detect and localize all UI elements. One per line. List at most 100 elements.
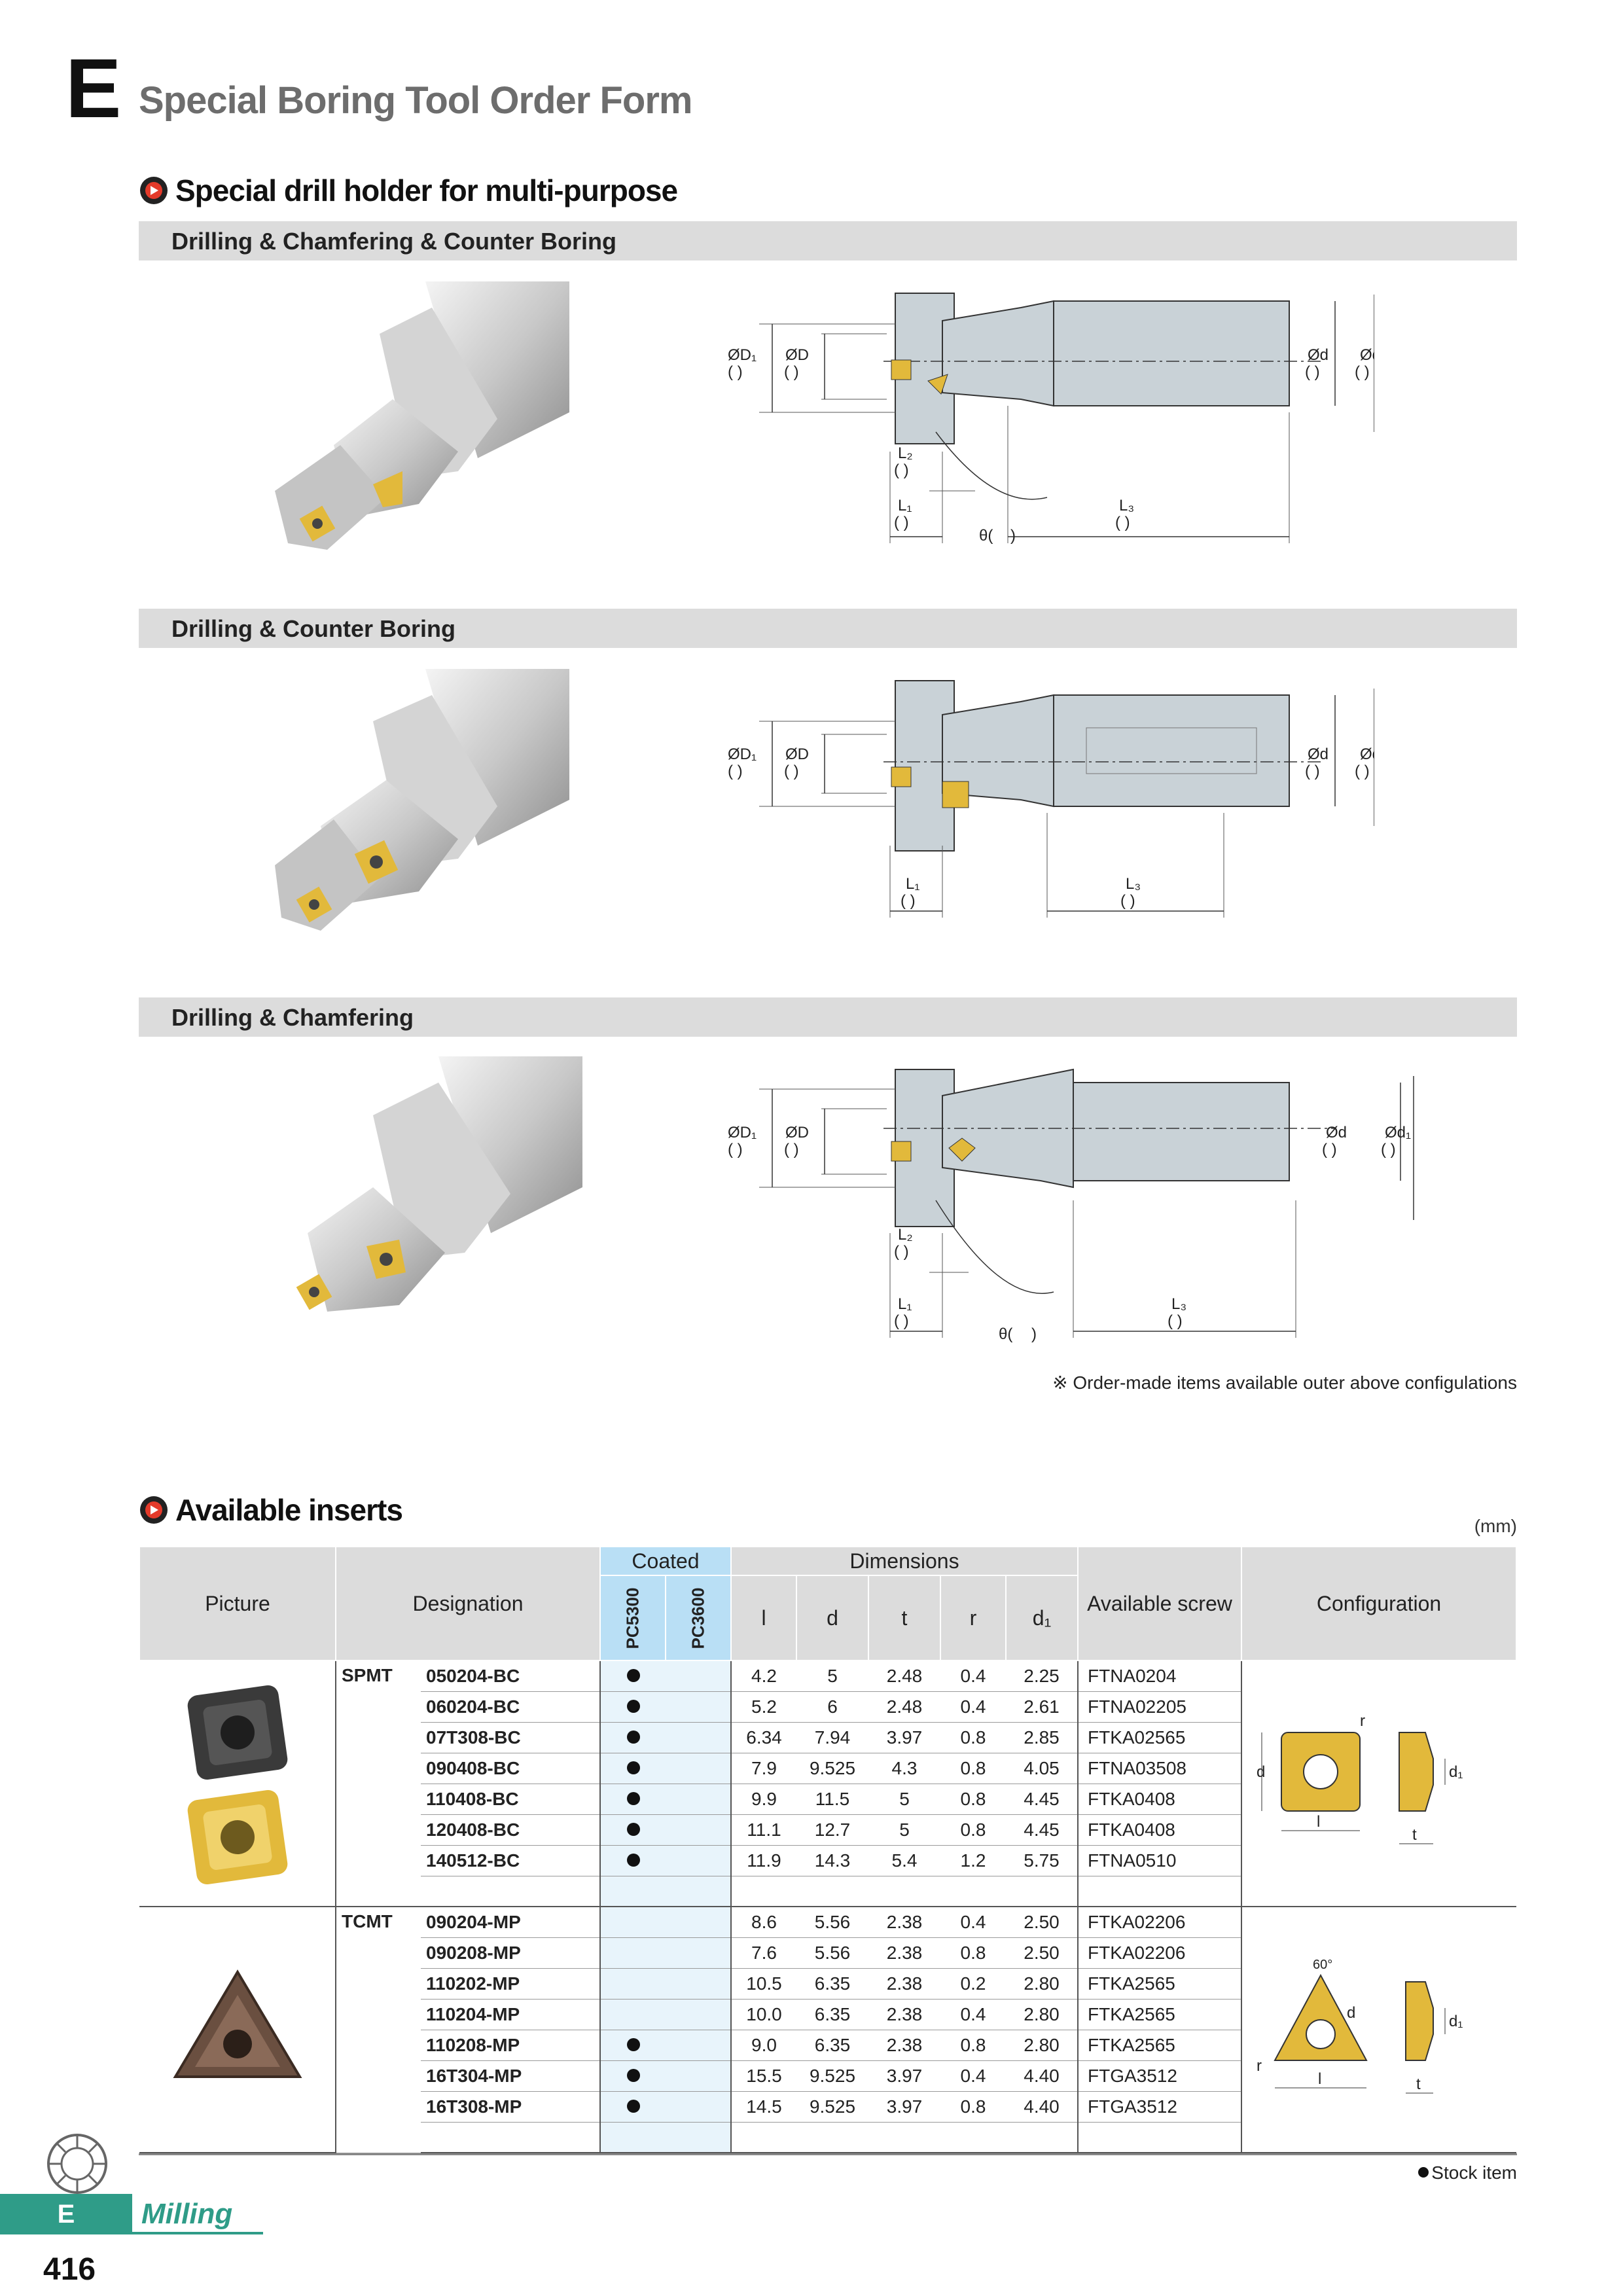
svg-text:L₂: L₂ [898,444,913,462]
stock-dot-icon [626,1730,640,1744]
dim-l: 4.2 [730,1660,796,1692]
dim-t: 3.97 [868,1722,940,1753]
svg-text:Ød: Ød [1308,346,1329,364]
dim-d: 14.3 [796,1845,868,1876]
bullet-arrow-icon [140,1496,168,1524]
insert-designation: 060204-BC [421,1691,600,1723]
insert-designation: 120408-BC [421,1814,600,1846]
svg-text:Ød: Ød [1326,1124,1347,1141]
dim-l: 10.5 [730,1968,796,2000]
pc5300-cell [599,1845,666,1876]
dim-d: 12.7 [796,1814,868,1846]
svg-text:θ(: θ( [999,1325,1012,1343]
screw-cell: FTKA2565 [1077,1999,1241,2030]
insert-triangle-icon [373,471,402,507]
dim-l: 5.2 [730,1691,796,1723]
tool-drawing-1: ØD₁( ) ØD( ) Ød( ) Ød₁( ) L₂( ) L₁( ) L₃… [728,293,1374,545]
screw-cell: FTKA02206 [1077,1937,1241,1969]
svg-text:L₂: L₂ [898,1226,913,1244]
section-heading-drill-holder: Special drill holder for multi-purpose [140,173,678,208]
insert-designation: 090204-MP [421,1906,600,1938]
col-pc3600: PC3600 [665,1575,732,1661]
dim-d1: 2.25 [1006,1660,1078,1692]
order-made-note: ※ Order-made items available outer above… [1052,1372,1517,1393]
svg-text:( ): ( ) [784,363,799,381]
tcmt-insert-picture [172,1969,302,2078]
dim-r: 1.2 [940,1845,1006,1876]
svg-text:( ): ( ) [894,1243,909,1261]
pc5300-cell [599,1722,666,1753]
section-title: Available inserts [175,1493,403,1527]
svg-text:( ): ( ) [1168,1312,1183,1330]
dim-d: 5.56 [796,1937,868,1969]
svg-text:l: l [1317,1813,1320,1831]
dim-d1: 2.50 [1006,1937,1078,1969]
dim-d: 11.5 [796,1784,868,1815]
svg-text:( ): ( ) [1305,762,1320,780]
pc3600-cell [666,1691,731,1723]
pc3600-cell [666,2060,731,2092]
screw-cell: FTKA0408 [1077,1784,1241,1815]
svg-text:( ): ( ) [728,762,743,780]
dim-t: 2.48 [868,1660,940,1692]
side-tool-icon [47,2134,107,2194]
stock-dot-icon [626,2037,640,2051]
subsection-title: Drilling & Counter Boring [171,615,455,642]
svg-text:ØD: ØD [785,346,809,364]
insert-designation: 16T308-MP [421,2091,600,2123]
screw-cell: FTKA2565 [1077,2030,1241,2061]
insert-designation: 110208-MP [421,2030,600,2061]
dim-t: 2.48 [868,1691,940,1723]
col-dimensions: Dimensions [730,1546,1079,1576]
insert-series: SPMT [335,1660,421,1907]
dim-t: 5 [868,1784,940,1815]
dim-l: 8.6 [730,1906,796,1938]
table-row-blank [139,1876,1516,1907]
chapter-tab[interactable]: E [0,2194,132,2234]
svg-text:L₁: L₁ [898,497,912,514]
section-heading-inserts: Available inserts [140,1492,403,1528]
svg-text:d₁: d₁ [1449,2013,1463,2030]
svg-text:( ): ( ) [1355,762,1370,780]
pc5300-cell [599,1968,666,2000]
screw-cell: FTNA03508 [1077,1753,1241,1784]
tool-photo-1 [275,281,569,550]
dim-d1: 2.80 [1006,1968,1078,2000]
screw-cell: FTGA3512 [1077,2060,1241,2092]
table-row-blank [139,2122,1516,2153]
pc3600-cell [666,1906,731,1938]
pc3600-cell [666,1999,731,2030]
svg-text:ØD₁: ØD₁ [728,346,757,364]
stock-dot-icon [626,1791,640,1805]
dim-t: 2.38 [868,1968,940,2000]
pc5300-cell [599,1814,666,1846]
dim-t: 2.38 [868,2030,940,2061]
chapter-tab-underline [132,2232,263,2234]
section-title: Special drill holder for multi-purpose [175,173,678,207]
col-coated: Coated [599,1546,732,1576]
dim-t: 5.4 [868,1845,940,1876]
svg-text:( ): ( ) [894,514,909,531]
dim-d1: 4.40 [1006,2091,1078,2123]
dim-l: 10.0 [730,1999,796,2030]
chapter-letter: E [65,42,122,135]
dim-r: 0.8 [940,1722,1006,1753]
tool-photo-3 [296,1056,582,1312]
insert-designation: 07T308-BC [421,1722,600,1753]
dim-l: 11.9 [730,1845,796,1876]
stock-dot-icon [626,1668,640,1682]
svg-text:ØD₁: ØD₁ [728,745,757,763]
screw-cell: FTKA02565 [1077,1722,1241,1753]
dim-d: 5.56 [796,1906,868,1938]
pc5300-cell [599,1691,666,1723]
dim-t: 4.3 [868,1753,940,1784]
svg-text:( ): ( ) [1322,1141,1337,1158]
page-title: Special Boring Tool Order Form [139,79,692,122]
